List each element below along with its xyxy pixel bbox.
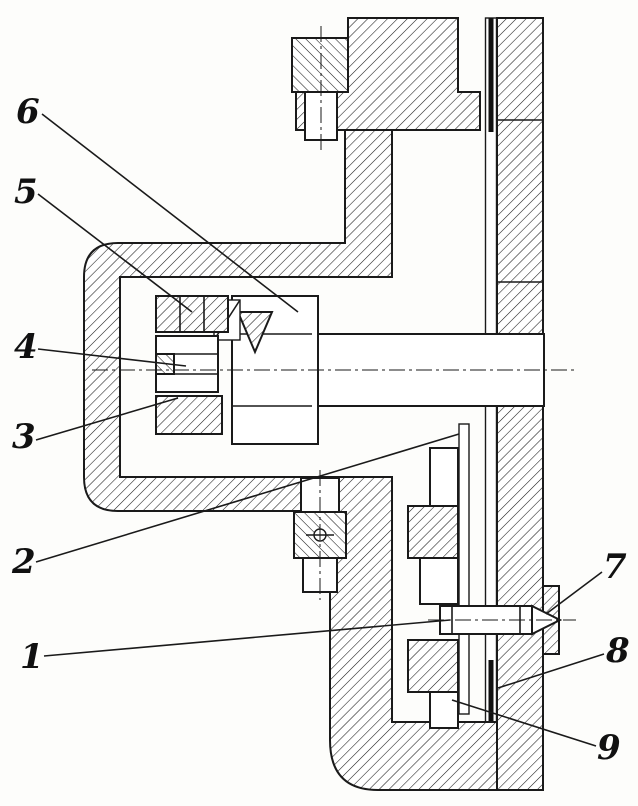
stack-block-5 (429, 691, 459, 729)
callout-label-1: 1 (20, 637, 44, 677)
driven-plate (458, 423, 470, 715)
callout-label-4: 4 (14, 327, 38, 367)
stack-block-2 (407, 505, 459, 559)
callout-label-6: 6 (16, 92, 40, 132)
collar-upper (155, 295, 229, 333)
collar-lower (155, 395, 223, 435)
callout-label-3: 3 (12, 417, 36, 457)
callout-label-2: 2 (11, 542, 36, 582)
stack-block-4 (407, 639, 459, 693)
stack-block-3 (419, 557, 459, 605)
leader-line-3 (35, 397, 179, 441)
callout-label-9: 9 (597, 728, 621, 768)
leader-line-6 (41, 113, 299, 313)
callouts: 1 2 3 4 5 6 7 8 9 (11, 92, 630, 768)
leader-line-4 (37, 348, 187, 367)
bolt-head (291, 37, 349, 93)
plate-stack (407, 423, 470, 729)
leader-line-8 (497, 653, 605, 689)
leader-line-9 (451, 699, 597, 747)
leader-line-7 (545, 571, 603, 615)
leader-line-5 (37, 193, 193, 313)
lower-bolt-assembly (293, 470, 347, 600)
top-flange-assembly (291, 17, 481, 150)
callout-label-8: 8 (605, 631, 630, 671)
pin-assembly (428, 604, 576, 636)
callout-label-7: 7 (603, 547, 627, 587)
leader-line-2 (35, 433, 460, 563)
leader-line-1 (43, 619, 451, 657)
stack-block-1 (429, 447, 459, 507)
callout-label-5: 5 (14, 172, 38, 212)
hub-key-section (236, 311, 274, 355)
